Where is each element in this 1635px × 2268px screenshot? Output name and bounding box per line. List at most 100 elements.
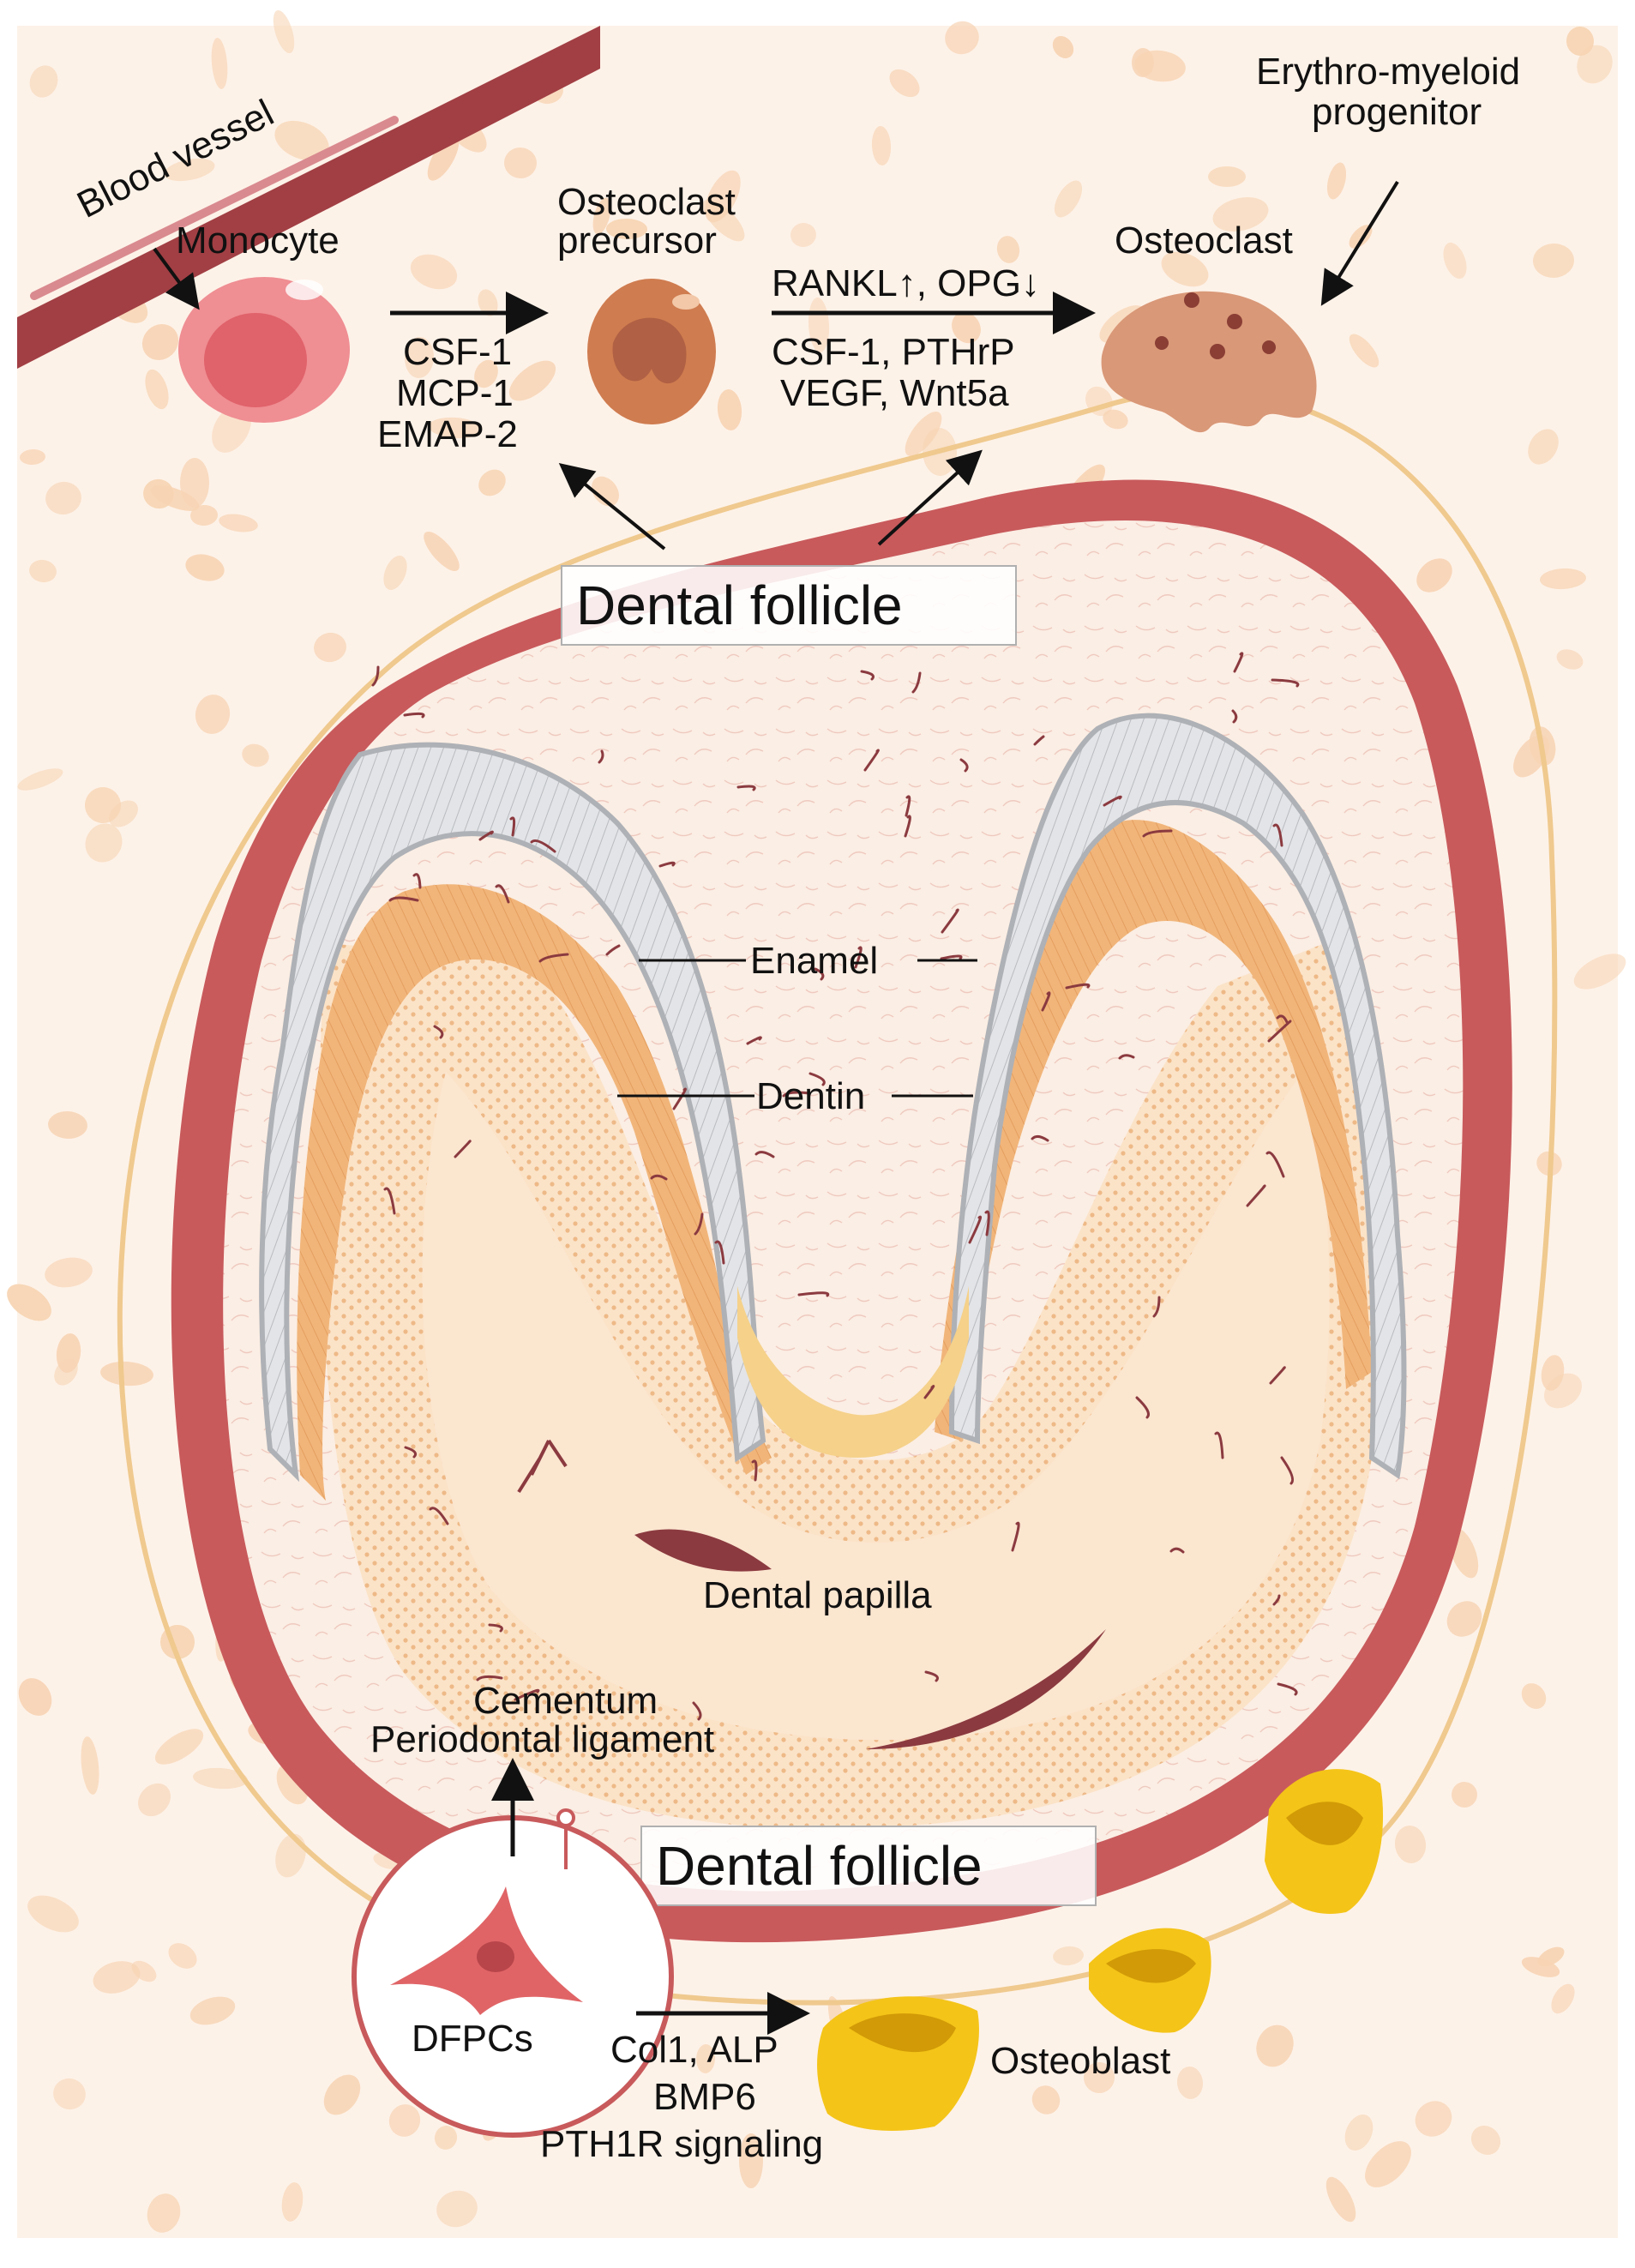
follicle-to-osteoclast-factors-arrow	[877, 449, 983, 546]
enamel-label: Enamel	[750, 940, 878, 982]
factor-bmp6: BMP6	[653, 2076, 756, 2118]
tissue-squiggle	[476, 1675, 503, 1681]
background-cell	[606, 218, 647, 240]
background-cell	[219, 514, 258, 532]
background-cell	[48, 1110, 87, 1140]
tissue-squiggle	[923, 1385, 935, 1399]
background-cell	[1521, 1957, 1560, 1977]
background-cell	[1365, 2141, 1411, 2187]
osteoblast-cell-upper	[1265, 1769, 1384, 1914]
background-cell	[1573, 954, 1626, 990]
dental-follicle-top-label: Dental follicle	[576, 575, 903, 636]
tissue-squiggle	[672, 1087, 687, 1110]
factor-csf1-a: CSF-1	[403, 331, 512, 373]
tissue-squiggle	[1233, 652, 1244, 673]
tissue-squiggle	[1271, 678, 1300, 688]
tissue-squiggle	[924, 1670, 939, 1682]
background-cell	[211, 38, 228, 89]
tissue-squiggle	[1276, 1014, 1289, 1024]
background-cell	[1084, 2062, 1115, 2093]
background-cell	[436, 2190, 478, 2228]
tissue-squiggle	[905, 795, 911, 817]
background-cell	[45, 481, 81, 515]
tissue-squiggle	[1011, 1521, 1020, 1552]
background-cell	[1326, 162, 1347, 200]
background-cell	[93, 1961, 141, 1994]
factor-pth1r: PTH1R signaling	[540, 2123, 823, 2165]
background-cell	[717, 389, 742, 430]
background-cell	[1054, 180, 1083, 218]
factor-mcp1: MCP-1	[396, 372, 514, 414]
background-cell	[996, 236, 1020, 263]
factor-emap2: EMAP-2	[377, 413, 518, 455]
background-cell	[739, 2133, 763, 2188]
background-cell	[274, 120, 329, 161]
background-cell	[1521, 1683, 1547, 1709]
tissue-squiggle	[940, 954, 963, 960]
tissue-squiggle	[1152, 1296, 1161, 1318]
background-cell	[18, 1678, 52, 1716]
tissue-squiggle	[538, 953, 569, 963]
background-cell	[85, 787, 121, 823]
progenitor-to-osteoclast-arrow	[1320, 180, 1399, 306]
dental-follicle-top-box	[561, 565, 1017, 646]
tissue-squiggles	[371, 652, 1300, 1721]
background-cell	[1053, 1946, 1084, 1966]
background-cell	[508, 360, 556, 401]
background-cell	[945, 21, 979, 55]
background-cell	[424, 531, 460, 572]
background-cell	[429, 417, 482, 439]
background-cell	[81, 1736, 99, 1795]
periodontal-ligament-label: Periodontal ligament	[370, 1718, 714, 1760]
erythro-myeloid-label-line1: Erythro-myeloid	[1256, 51, 1520, 93]
tissue-squiggle	[1277, 1682, 1298, 1696]
background-cell	[1446, 1601, 1482, 1637]
osteoblast-label: Osteoblast	[990, 2040, 1170, 2082]
tissue-squiggle	[911, 671, 922, 694]
follicle-to-precursor-factors-arrow	[558, 462, 666, 550]
monocyte-cell	[178, 277, 350, 423]
tissue-squiggle	[488, 1623, 503, 1633]
background-cell	[1543, 1373, 1583, 1409]
background-cell	[141, 324, 179, 360]
background-cell	[1176, 2066, 1204, 2099]
tissue-squiggle	[1214, 1431, 1224, 1459]
dental-follicle-bottom-box	[640, 1826, 1097, 1906]
cementum-label: Cementum	[473, 1680, 658, 1722]
background-cell	[383, 556, 407, 590]
background-cell	[1212, 197, 1269, 232]
background-cell	[592, 197, 611, 235]
background-cell	[1256, 2024, 1294, 2067]
tissue-squiggle	[433, 1025, 444, 1039]
background-cell	[1349, 334, 1380, 368]
background-cell	[45, 1257, 93, 1288]
background-cell	[1134, 50, 1186, 82]
tissue-squiggle	[1272, 823, 1283, 847]
tissue-squiggle	[904, 815, 911, 838]
background-cell	[1052, 36, 1074, 58]
background-cell	[695, 2044, 716, 2073]
tissue-squiggle	[692, 1701, 702, 1721]
background-cell	[1470, 2126, 1501, 2155]
osteoclast-precursor-label-line2: precursor	[557, 220, 717, 262]
tissue-squiggle	[388, 896, 419, 902]
background-cell	[190, 504, 218, 526]
tissue-squiggle	[371, 665, 380, 687]
background-cell	[1540, 568, 1586, 590]
tissue-squiggle	[736, 785, 756, 791]
tissue-squiggle	[1118, 1054, 1135, 1060]
background-cell	[1161, 251, 1209, 287]
tissue-squiggle	[1041, 991, 1051, 1012]
background-cell	[1577, 45, 1613, 84]
tissue-squiggle	[1103, 795, 1122, 807]
background-cell	[1556, 649, 1584, 670]
tissue-squiggle	[530, 839, 556, 853]
erythro-myeloid-label-line2: progenitor	[1312, 91, 1482, 133]
osteoclast-precursor-cell	[587, 279, 716, 424]
background-cell	[314, 632, 346, 663]
papilla-capillaries	[517, 1439, 1106, 1749]
tissue-squiggle	[754, 1151, 775, 1158]
tissue-squiggle	[863, 749, 880, 772]
background-cell	[478, 469, 506, 496]
